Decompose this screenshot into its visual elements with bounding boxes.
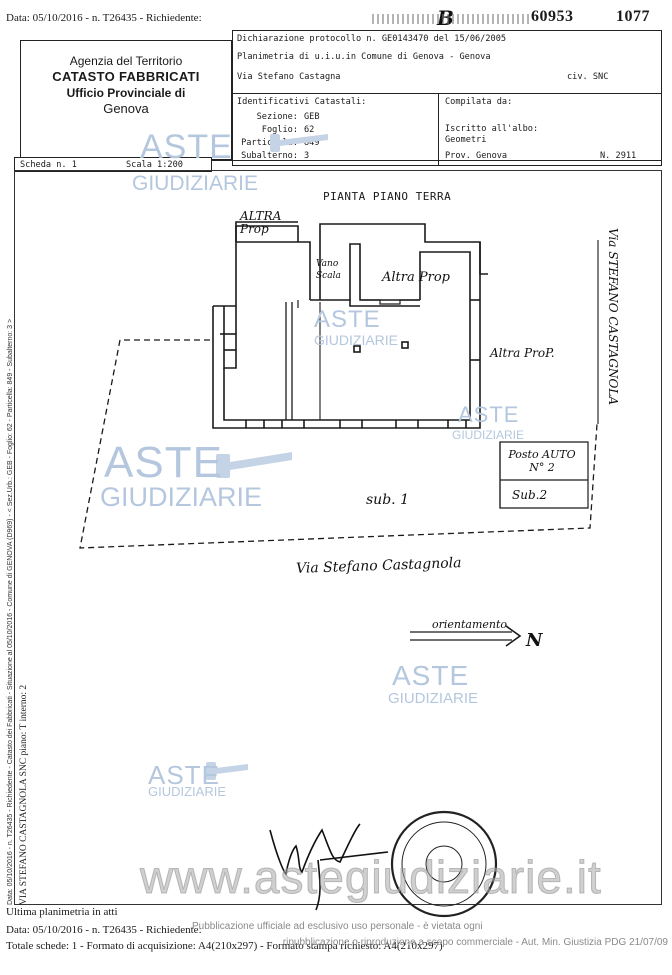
- watermark-aste-2: ASTE: [314, 306, 381, 333]
- agency-city: Genova: [103, 101, 149, 116]
- agency-office: Ufficio Provinciale di: [66, 86, 186, 100]
- label-altra-prop-right: Altra ProP.: [490, 346, 555, 360]
- watermark-site: www.astegiudiziarie.it: [140, 851, 602, 904]
- footer-totals: Totale schede: 1 - Formato di acquisizio…: [6, 940, 443, 952]
- north-arrow-label: N: [526, 630, 543, 651]
- agency-name: Agenzia del Territorio: [69, 54, 183, 68]
- compiled-albo-value: Geometri: [445, 135, 487, 145]
- declaration-civic: civ. SNC: [567, 72, 609, 82]
- watermark-giudiziarie-6: GIUDIZIARIE: [148, 784, 227, 799]
- label-altra-prop-top: ALTRA Prop: [240, 209, 282, 236]
- plan-title: PIANTA PIANO TERRA: [323, 190, 452, 203]
- header-stamp-number: 60953: [531, 8, 574, 25]
- cadastral-title: Identificativi Catastali:: [237, 97, 367, 107]
- form-bottom-rule: [20, 160, 662, 161]
- declaration-protocol: Dichiarazione protocollo n. GE0143470 de…: [237, 34, 507, 44]
- label-altra-prop-middle: Altra Prop: [382, 270, 450, 285]
- cadastral-sezione-label: Sezione:: [256, 112, 298, 122]
- compiled-title: Compilata da:: [445, 97, 513, 107]
- gavel-watermarks: [206, 134, 328, 780]
- footer-notice-2: ripubblicazione o riproduzione a scopo c…: [282, 937, 668, 948]
- watermark-aste-3: ASTE: [458, 402, 520, 427]
- label-sub-2: Sub.2: [512, 488, 548, 502]
- watermark-aste-4: ASTE: [104, 438, 223, 487]
- drawing-frame: [14, 170, 662, 905]
- watermark-aste-6: ASTE: [148, 760, 220, 790]
- watermark-giudiziarie-4: GIUDIZIARIE: [100, 482, 263, 512]
- cadastral-particella-value: 849: [304, 138, 320, 148]
- cadastral-sezione-value: GEB: [304, 112, 320, 122]
- header-page-number: 1077: [616, 8, 650, 25]
- cadastral-foglio-label: Foglio:: [261, 125, 298, 135]
- watermark-giudiziarie-2: GIUDIZIARIE: [314, 332, 399, 348]
- agency-box: Agenzia del Territorio CATASTO FABBRICAT…: [20, 40, 232, 160]
- watermark-giudiziarie-5: GIUDIZIARIE: [388, 690, 479, 707]
- declaration-planimetry: Planimetria di u.i.u.in Comune di Genova…: [237, 52, 491, 62]
- label-street-right: Via STEFANO CASTAGNOLA: [606, 228, 620, 405]
- compiled-albo: Iscritto all'albo:: [445, 124, 539, 134]
- declaration-form: [232, 30, 662, 166]
- watermark-giudiziarie-3: GIUDIZIARIE: [452, 428, 525, 442]
- signature: [269, 823, 389, 911]
- footer-date-line: Data: 05/10/2016 - n. T26435 - Richieden…: [6, 924, 202, 936]
- watermark-aste-1: ASTE: [140, 128, 233, 166]
- scheda-bar: [14, 157, 212, 172]
- street-right-wrap: Via STEFANO CASTAGNOLA: [604, 228, 620, 428]
- form-divider-v: [438, 93, 439, 166]
- label-sub-1: sub. 1: [366, 492, 409, 508]
- watermark-aste-5: ASTE: [392, 660, 470, 691]
- label-orientamento: orientamento: [432, 618, 508, 631]
- compiled-number: N. 2911: [600, 151, 637, 161]
- declaration-address: Via Stefano Castagna: [237, 72, 341, 82]
- label-vano-scala: Vano Scala: [316, 259, 341, 281]
- compiled-province: Prov. Genova: [445, 151, 508, 161]
- cadastral-foglio-value: 62: [304, 125, 315, 135]
- header-date-line: Data: 05/10/2016 - n. T26435 - Richieden…: [6, 12, 202, 24]
- notary-stamp: [390, 810, 498, 918]
- footer-ultima: Ultima planimetria in atti: [6, 906, 118, 918]
- scheda-number: Scheda n. 1: [20, 160, 77, 170]
- footer-notice-1: Pubblicazione ufficiale ad esclusivo uso…: [192, 921, 483, 932]
- label-posto-auto: Posto AUTO N° 2: [508, 448, 576, 474]
- agency-catasto: CATASTO FABBRICATI: [52, 69, 200, 84]
- form-divider-h: [232, 93, 662, 94]
- cadastral-subalterno-label: Subalterno:: [241, 151, 298, 161]
- cadastral-subalterno-value: 3: [304, 151, 310, 161]
- scheda-scale: Scala 1:200: [126, 160, 183, 170]
- cadastral-particella-label: Particella:: [241, 138, 298, 148]
- watermark-giudiziarie-1: GIUDIZIARIE: [132, 172, 259, 195]
- header-faded-stamp: [372, 14, 532, 24]
